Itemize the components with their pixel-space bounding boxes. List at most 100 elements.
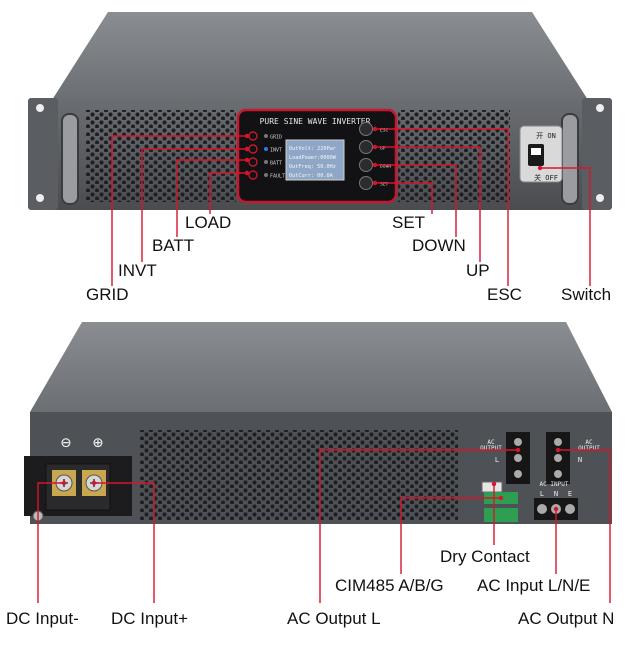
esc-button[interactable] — [359, 122, 373, 136]
callout-line-invt — [141, 148, 247, 262]
vent-front-right — [398, 110, 510, 202]
callout-dot-set — [372, 180, 378, 186]
chassis-top — [52, 12, 588, 100]
lcd-line: OutCurr: 00.0A — [289, 173, 334, 179]
callout-line-ac-output-n — [558, 449, 611, 603]
rack-ear-right — [582, 98, 612, 210]
ac-input-term-n: N — [554, 490, 558, 498]
callout-line-load — [209, 172, 247, 214]
down-button[interactable] — [359, 158, 373, 172]
callout-line-cim485 — [400, 497, 501, 574]
set-button-label: SET — [380, 182, 389, 188]
rack-ear-left — [28, 98, 58, 210]
down-button-label: DOWN — [380, 164, 391, 170]
callout-label-ac-output-l: AC Output L — [287, 609, 381, 628]
lcd-line: LoadPower:0000W — [289, 155, 337, 161]
callout-label-down: DOWN — [412, 236, 466, 255]
panel-title: PURE SINE WAVE INVERTER — [260, 117, 371, 126]
callout-label-esc: ESC — [487, 285, 522, 304]
callout-label-switch: Switch — [561, 285, 612, 304]
ac-input-term-e: E — [568, 490, 572, 498]
up-button[interactable] — [359, 140, 373, 154]
indicator-list: GRID INVT BATT FAULT — [248, 131, 285, 180]
polarity-plus-symbol: ⊕ — [93, 433, 103, 453]
callout-dot-down — [372, 162, 378, 168]
indicator-icon-batt — [248, 157, 258, 167]
lcd-screen — [285, 139, 345, 181]
callout-dot-dc-input-minus — [61, 480, 67, 486]
callout-line-switch — [540, 167, 591, 286]
power-switch[interactable]: 开 ON 关 OFF — [519, 125, 563, 183]
callout-line-set — [375, 182, 433, 214]
nav-button-list: ESC UP DOWN SET — [359, 122, 391, 190]
callout-dot-batt — [244, 157, 250, 163]
callout-dot-ac-input — [553, 506, 559, 512]
callout-line-ac-output-l — [319, 449, 518, 603]
indicator-label-fault: FAULT — [270, 174, 285, 180]
indicator-label-batt: BATT — [270, 161, 282, 167]
ac-input-term-l: L — [540, 490, 544, 498]
callout-dot-esc — [372, 126, 378, 132]
callout-line-up — [375, 146, 481, 262]
callout-label-dry-contact: Dry Contact — [440, 547, 530, 566]
callout-label-load: LOAD — [185, 213, 232, 232]
lcd-line: OutVolt: 220Pwr — [289, 146, 336, 152]
callout-dot-up — [372, 144, 378, 150]
indicator-led-fault — [264, 173, 268, 177]
indicator-label-grid: GRID — [270, 135, 282, 141]
callout-dot-load — [244, 170, 250, 176]
callout-dot-switch — [537, 165, 543, 171]
dc-terminal-block — [24, 456, 132, 516]
callout-label-batt: BATT — [152, 236, 195, 255]
indicator-led-invt — [264, 147, 268, 151]
indicator-led-batt — [264, 160, 268, 164]
callout-dot-ac-output-l — [515, 447, 521, 453]
indicator-icon-fault — [248, 170, 258, 180]
vent-back — [140, 430, 458, 520]
callout-label-up: UP — [466, 261, 490, 280]
callout-dot-invt — [244, 146, 250, 152]
polarity-minus-symbol: ⊖ — [61, 433, 71, 453]
callout-label-invt: INVT — [118, 261, 157, 280]
callout-label-ac-input: AC Input L/N/E — [477, 576, 591, 595]
callout-label-set: SET — [392, 213, 426, 232]
callout-dot-dry-contact — [491, 481, 497, 487]
switch-off-label: 关 OFF — [534, 173, 558, 182]
callout-line-dc-input-minus — [37, 482, 64, 603]
indicator-led-grid — [264, 134, 268, 138]
callout-dot-cim485 — [498, 495, 504, 501]
callout-line-batt — [176, 159, 247, 237]
callout-label-cim485: CIM485 A/B/G — [335, 576, 444, 595]
callout-label-dc-input-plus: DC Input+ — [111, 609, 189, 628]
callout-line-down — [375, 164, 457, 237]
callout-dot-ac-output-n — [555, 447, 561, 453]
indicator-label-invt: INVT — [270, 148, 282, 154]
ac-input-label: AC INPUT — [540, 481, 569, 488]
up-button-label: UP — [380, 146, 386, 152]
esc-button-label: ESC — [380, 128, 389, 134]
control-panel: PURE SINE WAVE INVERTER GRID INVT BATT FAUL… — [236, 108, 398, 204]
ac-output-n-mark: N — [578, 456, 582, 464]
callout-label-ac-output-n: AC Output N — [518, 609, 615, 628]
callout-label-grid: GRID — [86, 285, 129, 304]
lcd-line: OutFreq: 50.0Hz — [289, 164, 336, 170]
set-button[interactable] — [359, 176, 373, 190]
handle-right — [561, 113, 579, 205]
callout-line-dc-input-plus — [94, 482, 155, 603]
callout-dot-dc-input-plus — [91, 480, 97, 486]
callout-lines — [37, 126, 611, 603]
callout-line-esc — [375, 128, 509, 286]
ac-output-l-mark: L — [495, 456, 499, 464]
switch-on-label: 开 ON — [536, 132, 556, 140]
handle-left — [61, 113, 79, 205]
callout-dot-grid — [244, 133, 250, 139]
vent-front-left — [86, 110, 236, 202]
